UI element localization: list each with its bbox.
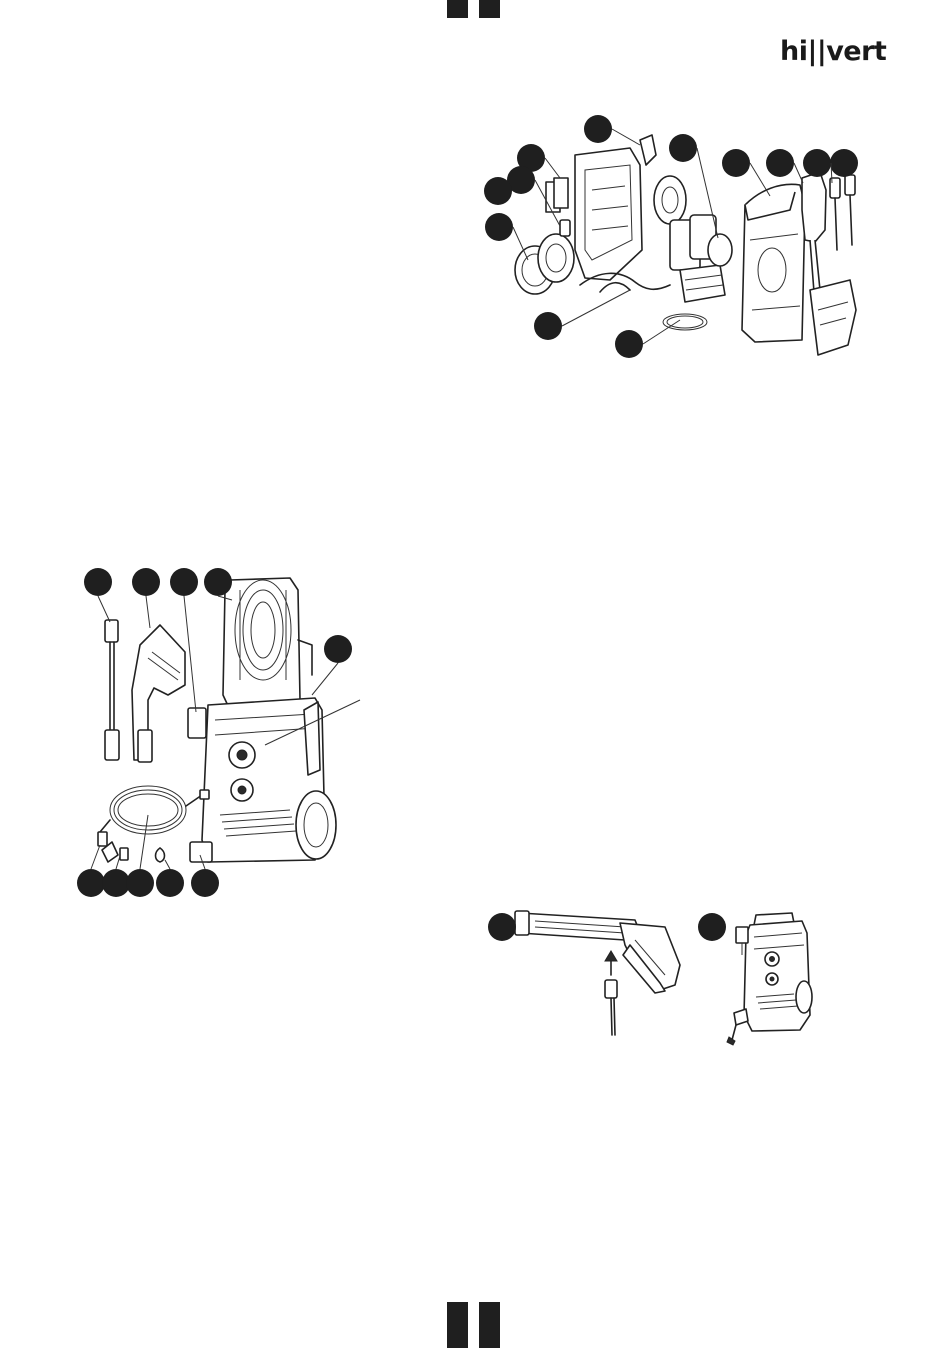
gun-assembly-drawing: [515, 905, 695, 1040]
gun-assembly-callout: [488, 913, 516, 941]
machine-assembly-callout: [698, 913, 726, 941]
overview-leader-lines: [0, 0, 950, 950]
page-tab-bottom-right: [479, 1302, 500, 1348]
machine-assembly-drawing: [722, 905, 832, 1050]
page-tab-bottom-left: [447, 1302, 468, 1348]
